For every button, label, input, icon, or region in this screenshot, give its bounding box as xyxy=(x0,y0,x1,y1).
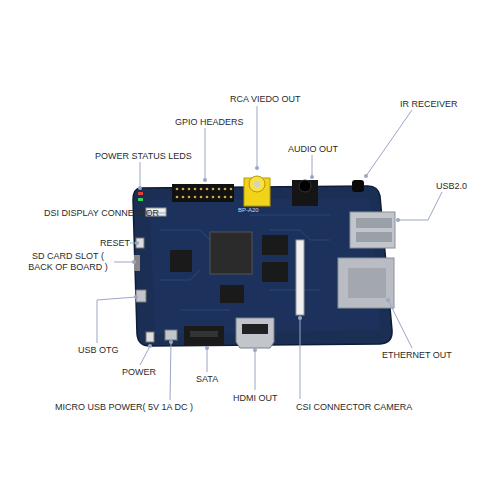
callout-label: USB2.0 xyxy=(436,181,467,192)
callout-label: DSI DISPLAY CONNECTOR xyxy=(44,208,159,219)
callout-label: HDMI OUT xyxy=(233,393,278,404)
silkscreen-text: BP-A20 xyxy=(238,207,259,213)
callout-label: AUDIO OUT xyxy=(288,144,338,155)
callout-label: CSI CONNECTOR CAMERA xyxy=(296,402,412,413)
callout-label: ETHERNET OUT xyxy=(382,350,452,361)
callout-label: MICRO USB POWER( 5V 1A DC ) xyxy=(55,402,193,413)
callout-label: RCA VIEDO OUT xyxy=(230,94,301,105)
callout-label: POWER STATUS LEDS xyxy=(95,151,192,162)
callout-label: GPIO HEADERS xyxy=(175,117,244,128)
callout-label: USB OTG xyxy=(78,345,119,356)
callout-label: RESET xyxy=(100,238,130,249)
callout-label: IR RECEIVER xyxy=(400,99,458,110)
callout-label: SD CARD SLOT ( BACK OF BOARD ) xyxy=(22,251,114,273)
callout-label: POWER xyxy=(122,367,156,378)
callout-label: SATA xyxy=(196,374,218,385)
